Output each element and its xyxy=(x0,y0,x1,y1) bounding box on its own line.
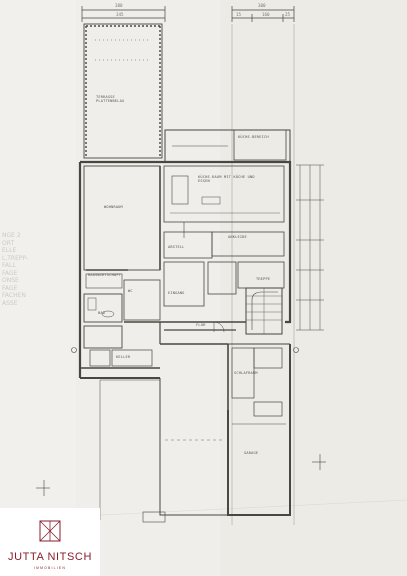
room-label-terrace: TERRASSE PLATTENBELAG xyxy=(96,95,125,103)
room-label-hall: FLUR xyxy=(196,323,206,327)
room-label-sleeping: SCHLAFRAUM xyxy=(234,371,258,375)
dimension-label: 300 xyxy=(258,3,266,8)
dimension-label: 15 xyxy=(236,12,242,17)
dimension-label: 160 xyxy=(262,12,270,17)
room-label-entry: EINGANG xyxy=(168,291,185,295)
room-label-wc: WC xyxy=(128,289,133,293)
side-note: NGE 2 xyxy=(2,232,21,239)
room-label-kitchen-dining: KÜCHE-RAUM MIT KÜCHE UND ESSEN xyxy=(198,175,255,183)
room-label-living: WOHNRAUM xyxy=(104,205,123,209)
faint-side-notes: NGE 2 ORT ELLE L,TREPP- FALL FAGE ONSE F… xyxy=(2,232,32,307)
side-note: ELLE xyxy=(2,247,17,254)
side-note: FAGE xyxy=(2,269,18,277)
side-note: L,TREPP- xyxy=(2,254,29,262)
room-label-bath: BAD xyxy=(98,311,106,315)
room-label-dressing: ANKLEIDE xyxy=(228,235,247,239)
side-note: ONSE xyxy=(2,277,19,284)
room-label-garage: GARAGE xyxy=(244,451,259,455)
side-note: ASSE xyxy=(2,299,18,307)
room-label-utility: HAUSWIRTSCHAFT xyxy=(88,273,122,277)
room-label-storage: ABSTELL xyxy=(168,245,185,249)
dimension-label: 345 xyxy=(116,12,124,17)
room-label-cellar: KELLER xyxy=(116,355,131,359)
dimension-label: 25 xyxy=(285,12,291,17)
side-note: FAGE xyxy=(2,284,18,292)
side-note: ORT xyxy=(2,239,15,247)
room-label-kitchen-eat: KÜCHE-BEREICH xyxy=(238,135,269,139)
logo-mark-icon xyxy=(39,520,61,542)
side-note: FALL xyxy=(2,262,16,269)
room-label-stairs: TREPPE xyxy=(256,277,271,281)
side-note: FACHEN xyxy=(2,292,26,299)
company-logo: JUTTA NITSCH IMMOBILIEN xyxy=(0,508,100,576)
dimension-label: 380 xyxy=(115,3,123,8)
logo-name: JUTTA NITSCH xyxy=(8,551,92,563)
logo-subtitle: IMMOBILIEN xyxy=(34,566,66,570)
